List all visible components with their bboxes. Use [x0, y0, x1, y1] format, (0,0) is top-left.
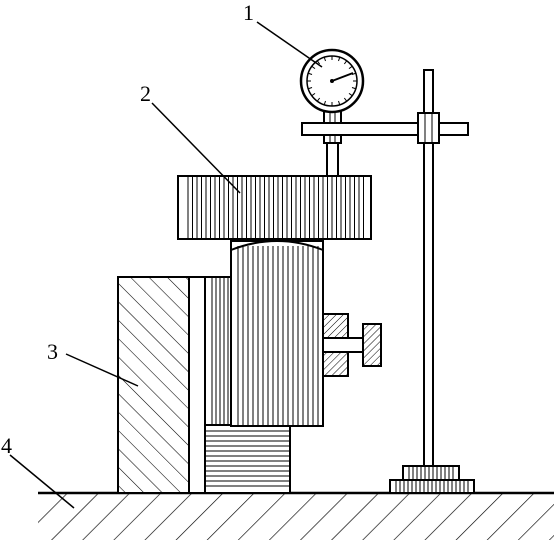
label-3: 3 — [47, 339, 58, 364]
label-1: 1 — [243, 0, 254, 25]
clamp-knob — [322, 313, 382, 377]
horizontal-arm — [301, 122, 469, 136]
indicator-stem — [323, 108, 342, 177]
cylinder-vertical-hatching — [237, 246, 319, 426]
leader-line-3 — [65, 353, 139, 387]
dial-needle — [331, 72, 354, 82]
stand-base — [389, 465, 475, 494]
leader-line-1 — [256, 21, 323, 68]
ring-vertical-hatching — [187, 176, 364, 239]
label-4: 4 — [1, 433, 12, 458]
pole-clamp — [417, 112, 440, 144]
knurled-ring — [177, 175, 372, 240]
cylinder-body — [230, 240, 324, 427]
support-column-vertical-hatching — [211, 277, 229, 425]
leader-line-4 — [9, 454, 75, 509]
dial-gauge — [299, 48, 365, 114]
ground-base — [38, 491, 554, 540]
stand-base-top-hatching — [408, 466, 454, 480]
stand-base-bottom-hatching — [395, 480, 469, 493]
dial-tick-marks — [307, 56, 357, 106]
side-block — [117, 276, 206, 494]
leader-line-2 — [151, 102, 241, 194]
label-2: 2 — [140, 81, 151, 106]
leader-lines — [9, 21, 323, 509]
support-base-horizontal-hatching — [205, 430, 290, 487]
